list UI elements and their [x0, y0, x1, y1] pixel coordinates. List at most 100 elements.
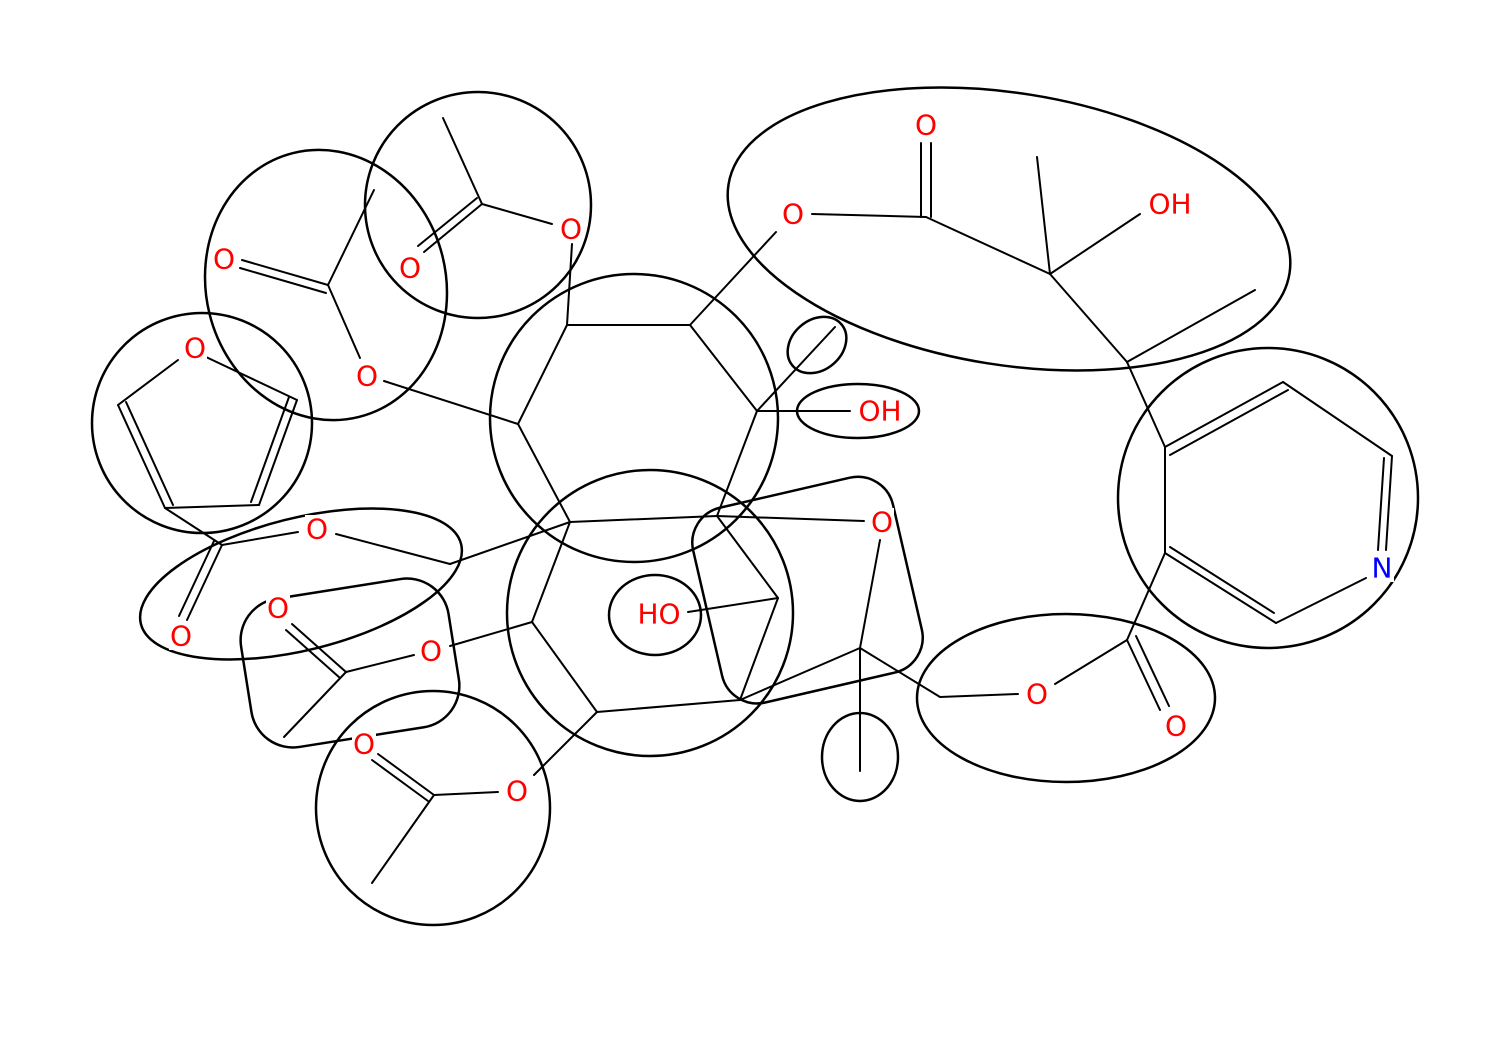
bond — [739, 597, 779, 701]
bond — [859, 647, 941, 698]
tetrahydrofuran-ring-outline — [691, 475, 924, 705]
atom-oxygen: O — [398, 252, 422, 285]
bond — [377, 753, 435, 796]
atom-label-o: O — [356, 360, 378, 393]
atom-hydroxyl: OH — [1146, 188, 1194, 221]
atom-oxygen: O — [781, 198, 805, 231]
bond — [327, 284, 361, 359]
bond — [716, 515, 779, 599]
bond — [186, 544, 223, 621]
atom-label-o: O — [782, 198, 804, 231]
atom-oxygen: O — [419, 635, 443, 668]
bond — [164, 504, 260, 509]
bond — [1126, 289, 1256, 363]
bond — [569, 515, 718, 523]
hydroxyl-group-outline — [607, 573, 703, 657]
bond — [117, 359, 179, 406]
bond — [371, 794, 435, 884]
atom-label-o: O — [353, 728, 375, 761]
bond — [239, 267, 327, 294]
bond — [859, 539, 881, 649]
bond — [687, 597, 779, 613]
bond — [1126, 361, 1166, 448]
atom-oxygen: O — [1025, 678, 1049, 711]
atom-oxygen: O — [870, 506, 894, 539]
cyclohexane-ring-outline — [505, 468, 795, 758]
atom-oxygen: O — [559, 213, 583, 246]
atom-label-o: O — [184, 332, 206, 365]
atom-label-o: O — [1165, 710, 1187, 743]
bond — [1049, 273, 1128, 363]
hydroxyl-group-outline — [795, 382, 921, 440]
atom-oxygen: O — [505, 775, 529, 808]
atom-label-o: O — [399, 252, 421, 285]
bond — [716, 410, 758, 517]
bond — [258, 399, 298, 506]
furan-ring-outline — [90, 311, 314, 535]
bond — [1049, 213, 1141, 275]
bond — [345, 654, 415, 673]
bond — [1377, 457, 1385, 551]
atom-label-n: N — [1372, 552, 1393, 585]
bond — [1385, 455, 1393, 551]
bond — [1275, 577, 1367, 624]
cyclohexane-ring-outline — [488, 272, 780, 564]
ester-side-chain-outline — [726, 86, 1292, 372]
bond — [449, 621, 533, 647]
acetyl-group-outline — [363, 90, 593, 320]
atom-label-o: O — [213, 243, 235, 276]
methyl-group-outline — [820, 711, 900, 803]
atom-oxygen: O — [305, 513, 329, 546]
atom-label-o: O — [915, 109, 937, 142]
bond — [1169, 546, 1275, 614]
bond — [164, 507, 223, 546]
bond — [939, 693, 1019, 698]
bond — [125, 401, 174, 506]
bond — [241, 259, 329, 286]
atom-oxygen: O — [355, 360, 379, 393]
bond — [335, 533, 451, 565]
bond — [1036, 156, 1051, 275]
atom-oxygen: O — [183, 332, 207, 365]
atom-hydroxyl: HO — [635, 598, 683, 631]
bond — [423, 203, 483, 253]
atom-nitrogen: N — [1370, 552, 1394, 585]
ester-group-outline — [138, 507, 464, 661]
bond — [531, 521, 571, 623]
atom-label-oh: OH — [858, 395, 901, 428]
atom-label-o: O — [420, 635, 442, 668]
atom-oxygen: O — [914, 109, 938, 142]
atom-label-ho: HO — [637, 598, 680, 631]
bond — [925, 216, 1051, 275]
atom-labels: O O O O O O O OH OH O O O O O HO O O O O… — [169, 109, 1394, 808]
bond — [285, 629, 341, 679]
atom-label-o: O — [560, 213, 582, 246]
bond — [531, 621, 598, 713]
group-outlines — [90, 86, 1420, 927]
bond — [1169, 389, 1289, 456]
atom-oxygen: O — [169, 620, 193, 653]
bond — [811, 213, 927, 218]
bond — [517, 324, 568, 425]
atom-label-o: O — [506, 775, 528, 808]
atom-oxygen: O — [266, 592, 290, 625]
ester-group-outline — [915, 612, 1217, 784]
atom-label-oh: OH — [1148, 188, 1191, 221]
bond — [1054, 639, 1128, 685]
atom-label-o: O — [267, 592, 289, 625]
bond — [739, 647, 861, 701]
bond — [1135, 635, 1170, 707]
atom-oxygen: O — [1164, 710, 1188, 743]
bond — [371, 759, 429, 802]
atom-label-o: O — [1026, 678, 1048, 711]
bond — [1126, 639, 1161, 711]
bond — [533, 711, 598, 776]
atom-label-o: O — [306, 513, 328, 546]
bond — [449, 521, 571, 565]
atom-oxygen: O — [212, 243, 236, 276]
bond — [433, 791, 499, 796]
bond — [221, 531, 299, 546]
acetyl-group-outline — [314, 689, 552, 927]
